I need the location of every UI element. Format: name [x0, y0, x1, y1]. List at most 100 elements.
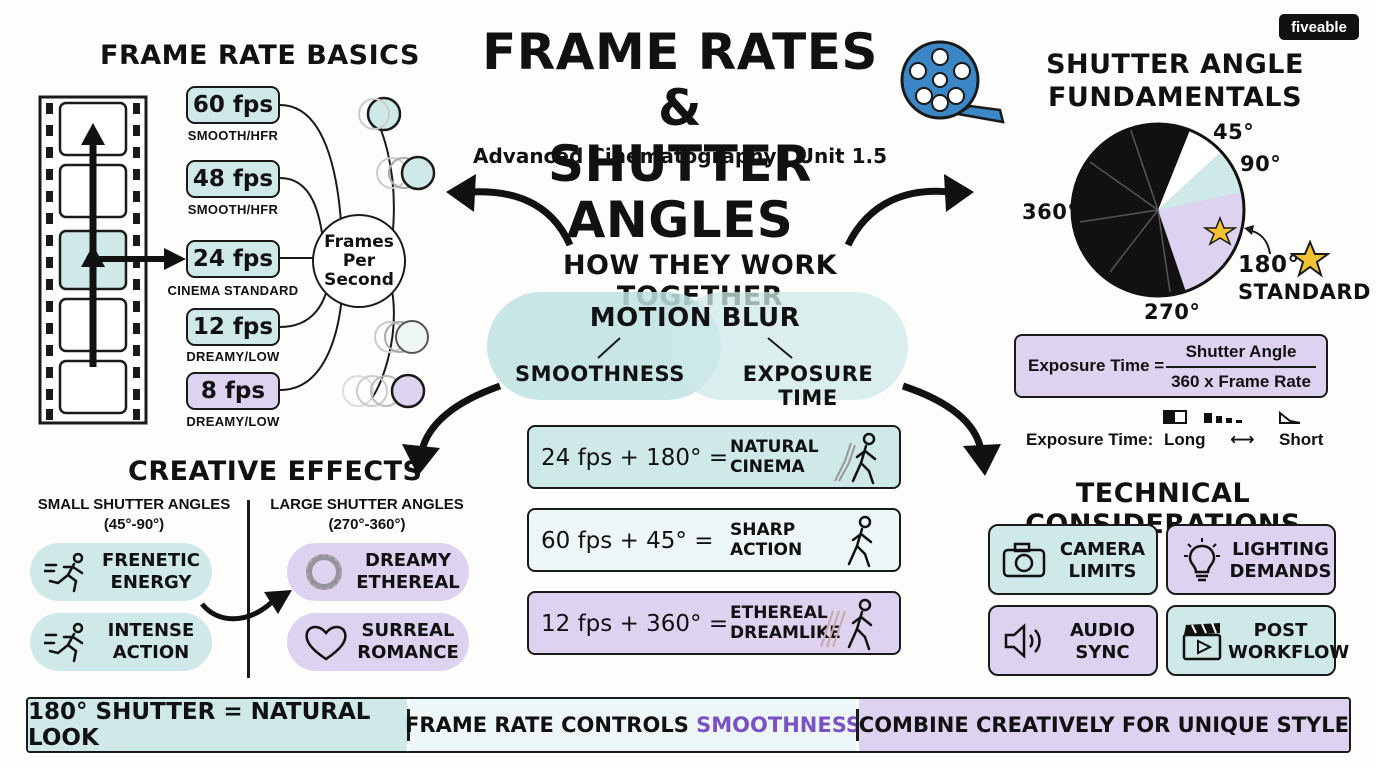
pointer-arrow — [1244, 225, 1271, 255]
footer-divider — [407, 709, 411, 741]
fps-connector-lines — [280, 104, 395, 401]
formula-denominator: 360 x Frame Rate — [1171, 372, 1311, 391]
fps-pill-60: 60 fps — [186, 86, 280, 124]
page-title: FRAME RATES & SHUTTER ANGLES — [470, 24, 890, 248]
tech-line1: LIGHTING — [1232, 539, 1329, 560]
speaker-icon — [1004, 623, 1041, 659]
walking-person-icon — [820, 598, 873, 651]
formula-lhs: Exposure Time = — [1028, 356, 1165, 375]
effect-line1: FRENETIC — [102, 550, 200, 571]
footer-part2-highlight: SMOOTHNESS — [696, 713, 862, 737]
angle-label-90: 90° — [1240, 152, 1282, 176]
fps-pill-8: 8 fps — [186, 372, 280, 410]
fps-value: 8 fps — [200, 378, 266, 404]
fps-caption: SMOOTH/HFR — [187, 128, 279, 143]
arrow-to-shutter-angle — [844, 174, 974, 247]
double-arrow-icon: ⟷ — [1230, 430, 1255, 449]
exposure-scale: Exposure Time: Long ⟷ Short — [1026, 430, 1323, 450]
page-subtitle: Advanced Cinematography | Unit 1.5 — [472, 144, 888, 168]
footer-part3: COMBINE CREATIVELY FOR UNIQUE STYLE — [858, 699, 1349, 751]
result-line2: ACTION — [730, 540, 803, 560]
tech-line1: POST — [1253, 620, 1308, 641]
walking-person-icon — [834, 432, 877, 485]
exposure-short: Short — [1278, 430, 1324, 449]
tech-line2: WORKFLOW — [1228, 642, 1350, 663]
formula-fraction-bar — [1166, 366, 1316, 368]
frames-per-second-circle: Frames Per Second — [312, 214, 406, 308]
camera-icon — [1002, 542, 1046, 578]
film-reel-icon — [900, 40, 1005, 124]
effect-line2: ACTION — [112, 642, 190, 663]
result-line2: CINEMA — [730, 457, 805, 477]
small-to-large-arrow — [200, 590, 292, 622]
tech-line1: AUDIO — [1070, 620, 1135, 641]
motion-ball-icon — [374, 320, 429, 354]
exposure-scale-label: Exposure Time: — [1026, 430, 1154, 449]
effect-line2: ROMANCE — [357, 642, 459, 663]
result-line2: DREAMLIKE — [730, 623, 841, 643]
walking-person-icon — [847, 515, 873, 568]
running-person-icon — [44, 622, 84, 663]
shutter-wheel — [1070, 122, 1246, 298]
motion-ball-icon — [342, 373, 426, 409]
heart-icon — [305, 625, 347, 661]
shutter-heading-line1: SHUTTER ANGLE — [1046, 49, 1304, 80]
small-angles-title: SMALL SHUTTER ANGLES (45°-90°) — [30, 495, 238, 535]
large-angles-label: LARGE SHUTTER ANGLES — [270, 496, 464, 513]
running-person-icon — [44, 552, 84, 593]
venn-right — [670, 292, 908, 400]
smoothness-label: SMOOTHNESS — [515, 362, 685, 386]
title-line2: SHUTTER ANGLES — [548, 135, 812, 249]
motion-ball-icon — [358, 96, 402, 132]
exposure-time-label: EXPOSURE TIME — [742, 362, 874, 410]
angle-label-45: 45° — [1213, 120, 1255, 144]
footer-part2: FRAME RATE CONTROLS SMOOTHNESS — [405, 699, 861, 751]
section-divider — [247, 500, 250, 678]
effect-line1: DREAMY — [365, 550, 451, 571]
fps-value: 12 fps — [192, 314, 274, 340]
clapperboard-icon — [1182, 622, 1222, 661]
star-icon — [1290, 240, 1330, 278]
fps-pill-12: 12 fps — [186, 308, 280, 346]
result-line1: SHARP — [730, 520, 796, 540]
tech-line1: CAMERA — [1059, 539, 1146, 560]
fps-value: 48 fps — [192, 166, 274, 192]
arrow-to-technical — [901, 382, 1001, 476]
angle-label-360: 360° — [1022, 200, 1079, 224]
result-line1: ETHEREAL — [730, 603, 828, 623]
effect-line2: ETHEREAL — [356, 572, 460, 593]
fps-circle-line1: Frames — [324, 231, 394, 252]
small-angles-range: (45°-90°) — [103, 516, 165, 533]
fps-pill-48: 48 fps — [186, 160, 280, 198]
blur-ring-icon — [306, 554, 342, 590]
effect-line1: SURREAL — [361, 620, 455, 641]
frame-rate-basics-heading: FRAME RATE BASICS — [100, 40, 420, 71]
footer-banner: 180° SHUTTER = NATURAL LOOK FRAME RATE C… — [26, 697, 1351, 753]
large-angles-range: (270°-360°) — [328, 516, 406, 533]
fps-circle-line3: Second — [324, 269, 394, 290]
fps-circle-line2: Per — [342, 250, 376, 271]
tech-line2: LIMITS — [1068, 561, 1137, 582]
arrow-to-creative-effects — [402, 382, 502, 476]
combination-formula: 12 fps + 360° = — [541, 611, 729, 637]
exposure-scale-icons — [1163, 410, 1301, 424]
shutter-heading: SHUTTER ANGLE FUNDAMENTALS — [1030, 48, 1320, 114]
lightbulb-icon — [1184, 538, 1220, 582]
motion-blur-label: MOTION BLUR — [589, 303, 801, 333]
footer-part1: 180° SHUTTER = NATURAL LOOK — [28, 699, 408, 751]
strip-to-24fps-arrow — [92, 248, 186, 270]
footer-divider — [856, 709, 859, 741]
